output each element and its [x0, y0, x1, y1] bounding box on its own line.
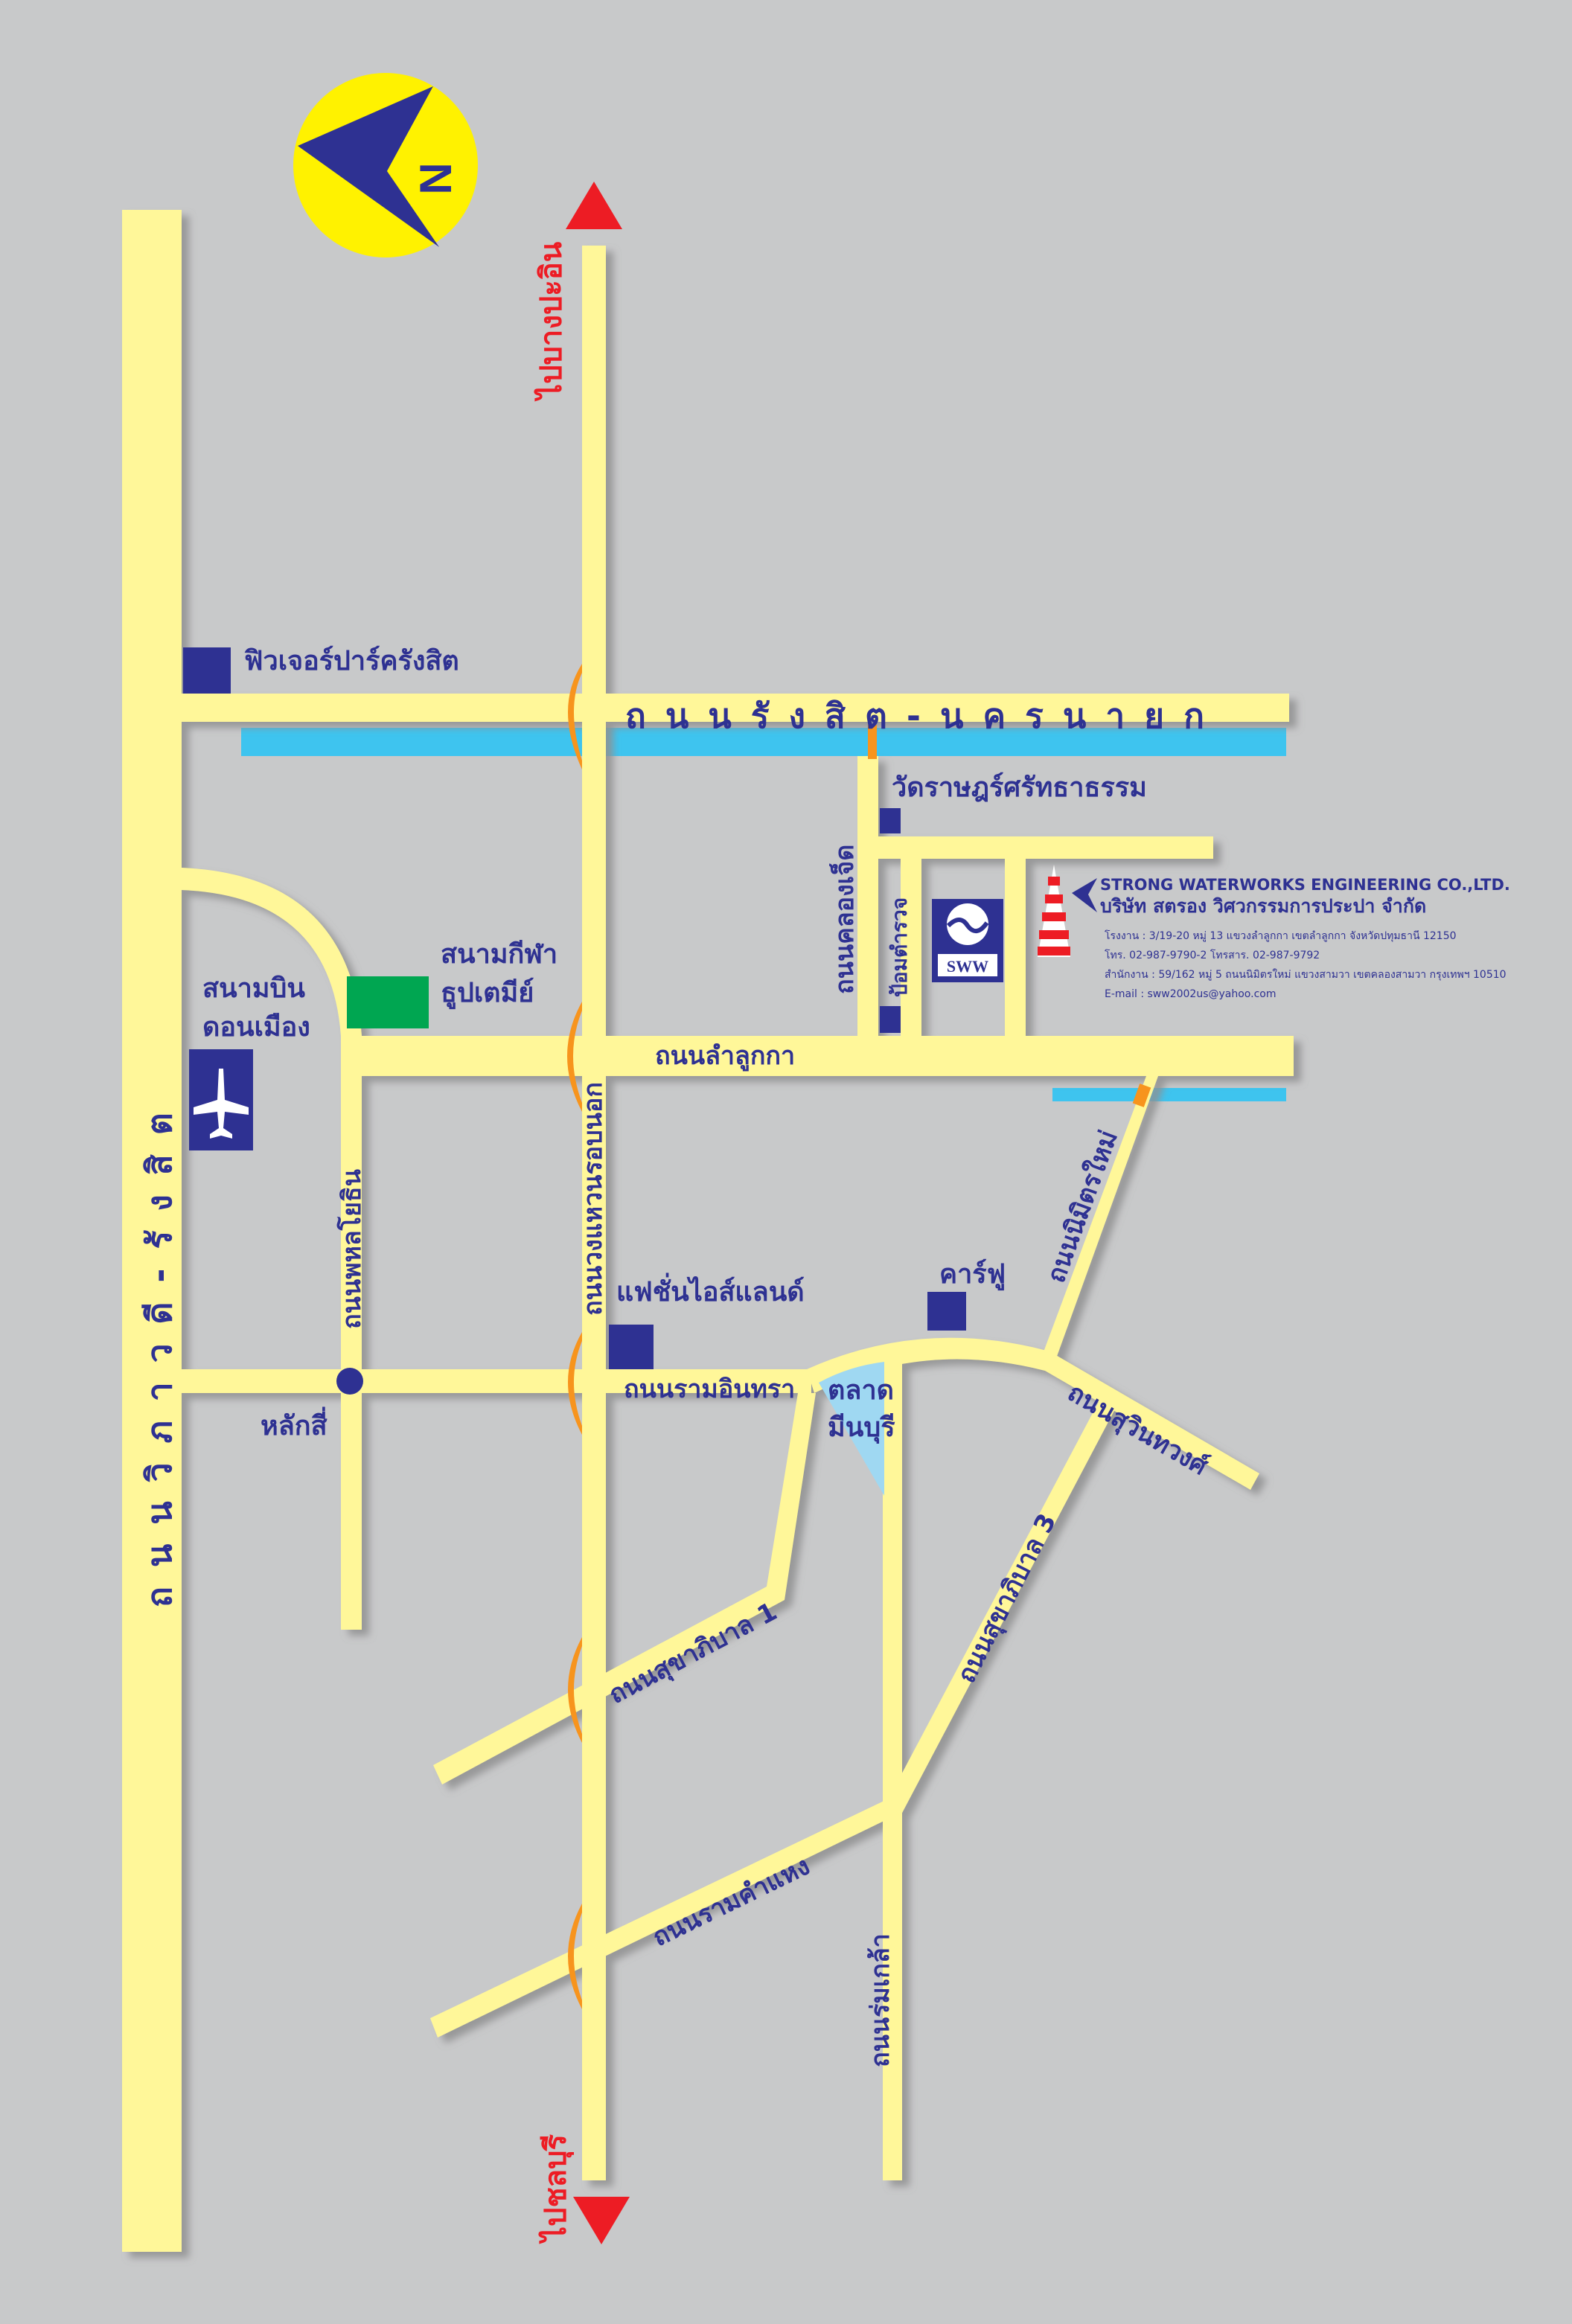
market-minburi-area [819, 1362, 884, 1496]
overpass-ram-intra [568, 1332, 582, 1435]
fashion-island-marker [609, 1325, 654, 1369]
road-romklao [883, 1354, 902, 2180]
label-rangsit-nakhonnayok: ถนนรังสิต-นครนายก [625, 696, 1224, 736]
canal-lamlukka [1052, 1088, 1286, 1101]
label-ring-road: ถนนวงแหวนรอบนอก [578, 1082, 608, 1316]
overpass-lamlukka [567, 1002, 582, 1112]
company-arrow-icon [1072, 878, 1097, 912]
stadium-marker [347, 976, 429, 1028]
road-ram-intra [182, 1369, 811, 1393]
road-vibhavadi [122, 210, 182, 2252]
label-phahonyothin: ถนนพหลโยธิน [336, 1169, 367, 1329]
road-ring-road [582, 246, 606, 2180]
label-north-direction: ไปบางปะอิน [534, 242, 569, 402]
company-factory: โรงงาน : 3/19-20 หมู่ 13 แขวงลำลูกกา เขต… [1105, 929, 1457, 942]
overpass-ramkhamhaeng [568, 1904, 582, 2009]
radio-tower-icon [1038, 865, 1070, 957]
label-market-1: ตลาด [828, 1375, 894, 1406]
sww-logo-text: SWW [947, 957, 988, 976]
tower-stripe-2 [1045, 894, 1063, 903]
road-local-vertical-1 [901, 859, 921, 1036]
overpass-sukhaphiban-1 [568, 1637, 582, 1743]
label-stadium-1: สนามกีฬา [441, 939, 557, 970]
tower-stripe-5 [1038, 947, 1070, 955]
overpass-rangsit [568, 664, 582, 769]
label-airport-2: ดอนเมือง [202, 1012, 310, 1043]
label-carrefour: คาร์ฟู [939, 1258, 1006, 1291]
tower-stripe-1 [1048, 877, 1060, 886]
road-sukhaphiban-3 [884, 1399, 1116, 1816]
north-compass-icon: N [293, 73, 478, 257]
label-wat: วัดราษฎร์ศรัทธาธรรม [892, 772, 1147, 803]
label-police-box: ป้อมตำรวจ [887, 897, 912, 997]
company-name-en: STRONG WATERWORKS ENGINEERING CO.,LTD. [1100, 876, 1510, 894]
bridge-nimit-mai [1132, 1083, 1151, 1107]
road-nimit-mai [1042, 1076, 1158, 1360]
company-name-th: บริษัท สตรอง วิศวกรรมการประปา จำกัด [1100, 895, 1426, 917]
airplane-shape [194, 1069, 249, 1139]
company-factory-contact: โทร. 02-987-9790-2 โทรสาร. 02-987-9792 [1105, 949, 1320, 961]
label-khlong-sed: ถนนคลองเจ็ด [828, 845, 860, 994]
wat-marker [880, 808, 901, 833]
overpasses [567, 664, 582, 2009]
label-lak-si: หลักสี่ [261, 1406, 328, 1441]
road-lamlukka [345, 1036, 1294, 1076]
arrow-up-icon [566, 182, 622, 229]
canal-rangsit [241, 728, 1286, 756]
label-market-2: มีนบุรี [828, 1412, 895, 1444]
road-phahonyothin [341, 1036, 362, 1630]
road-ramkhamhaeng [430, 1798, 898, 2037]
label-stadium-2: ธูปเตมีย์ [441, 977, 534, 1010]
police-box-marker [880, 1006, 901, 1033]
arrow-down-icon [573, 2197, 630, 2244]
carrefour-marker [927, 1292, 966, 1331]
airplane-icon [189, 1049, 253, 1150]
tower-stripe-3 [1042, 912, 1066, 921]
bridge-khlong-sed [868, 725, 877, 759]
road-khlong-sed [857, 756, 878, 1036]
road-sukhaphiban-1 [433, 1393, 816, 1784]
future-park-marker [183, 647, 231, 694]
label-romklao: ถนนร่มเกล้า [866, 1933, 895, 2067]
label-vibhavadi: ถนนวิภาวดี-รังสิต [139, 1093, 179, 1607]
compass-arrow [298, 86, 439, 247]
company-office: สำนักงาน : 59/162 หมู่ 5 ถนนนิมิตรใหม่ แ… [1105, 968, 1506, 981]
sww-logo-icon: SWW [932, 899, 1003, 982]
tower-stripe-4 [1039, 930, 1069, 939]
compass-letter: N [411, 162, 461, 194]
road-network [122, 210, 1294, 2252]
label-lamlukka: ถนนลำลูกกา [655, 1041, 795, 1072]
road-airport-curve [182, 868, 362, 1036]
label-fashion-island: แฟชั่นไอส์แลนด์ [616, 1273, 805, 1307]
sww-logo-wave [946, 918, 989, 933]
sww-logo-plate [938, 954, 997, 976]
compass-arrow-notch [387, 86, 461, 201]
label-airport-1: สนามบิน [202, 973, 305, 1004]
label-ram-intra: ถนนรามอินทรา [624, 1374, 795, 1404]
road-local-vertical-2 [1005, 859, 1026, 1036]
label-south-direction: ไปชลบุรี [538, 2133, 575, 2244]
road-ram-intra-east [807, 1337, 1259, 1490]
company-email: E-mail : sww2002us@yahoo.com [1105, 988, 1276, 1000]
road-local-horizontal [878, 836, 1213, 859]
road-rangsit-nakhonnayok [182, 694, 1289, 722]
label-future-park: ฟิวเจอร์ปาร์ครังสิต [244, 645, 459, 676]
lak-si-marker [336, 1368, 363, 1395]
